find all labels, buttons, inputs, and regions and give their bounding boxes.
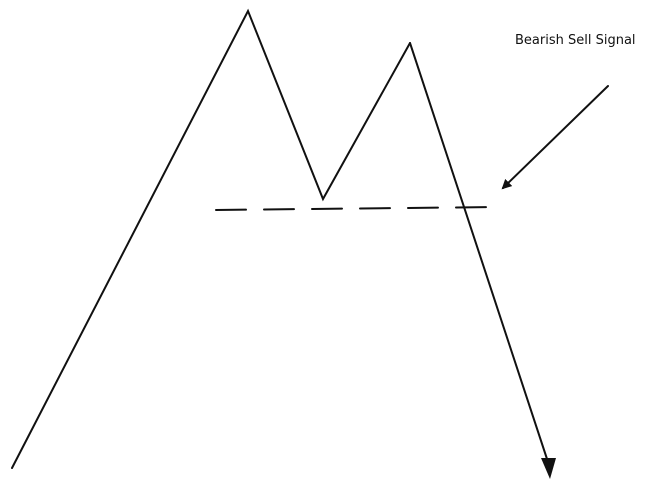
price-breakdown-arrowhead	[541, 458, 556, 479]
signal-callout-arrow	[501, 85, 609, 190]
price-path-double-top	[11, 8, 411, 469]
signal-label: Bearish Sell Signal	[515, 33, 636, 48]
price-breakdown-arrow	[409, 42, 549, 463]
neckline-dashed	[215, 206, 501, 211]
